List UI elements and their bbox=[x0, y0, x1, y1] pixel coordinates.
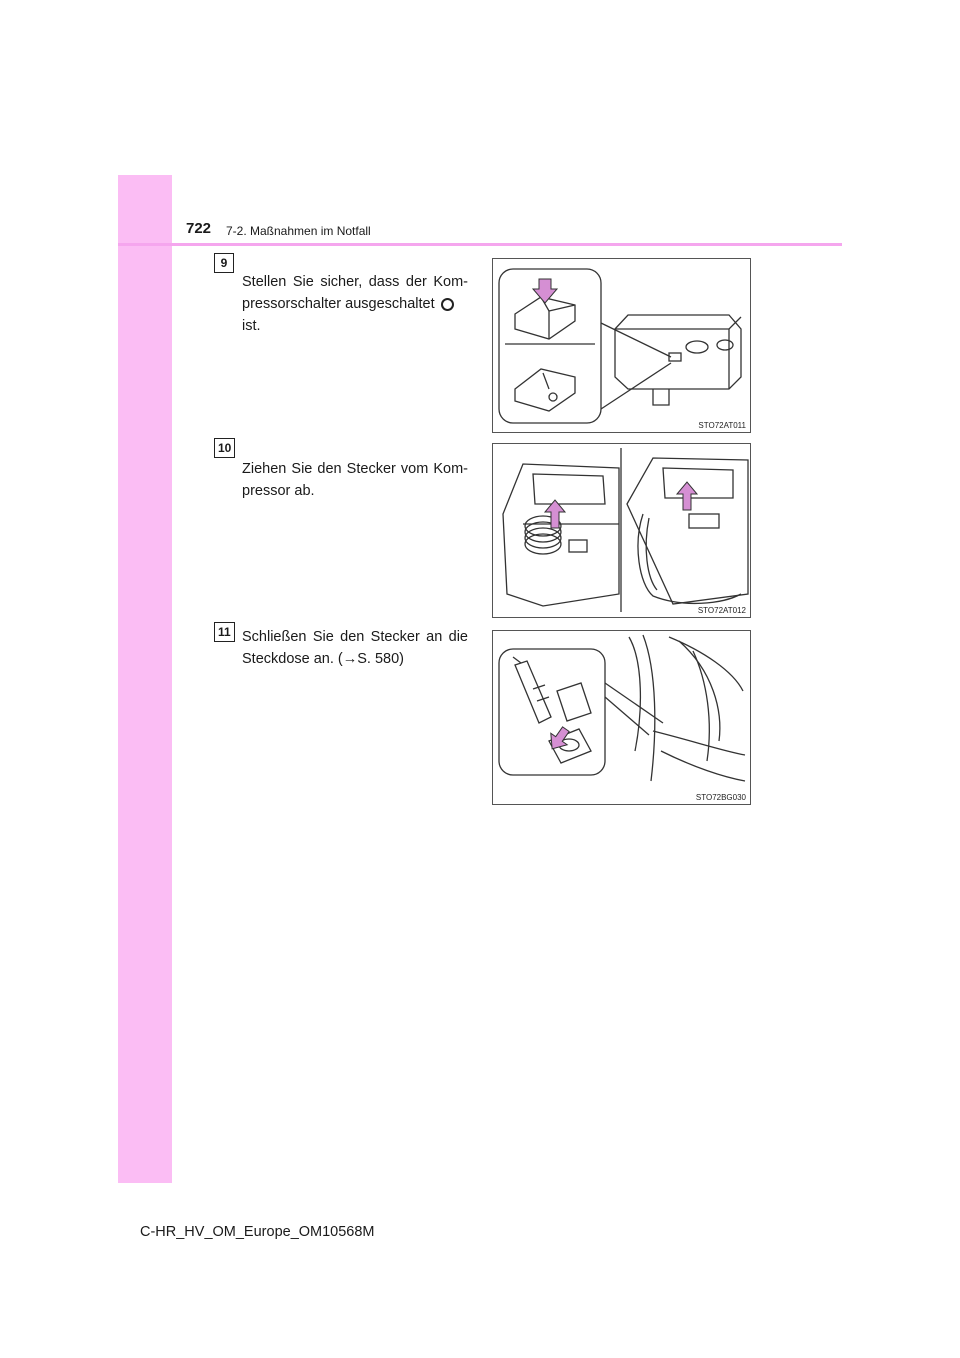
side-thumb-band bbox=[118, 175, 172, 1183]
step-text-10: Ziehen Sie den Stecker vom Kom-pressor a… bbox=[242, 461, 468, 499]
figure-code: STO72BG030 bbox=[695, 793, 746, 802]
figure-unplug-compressor: STO72AT012 bbox=[492, 443, 751, 618]
page-number: 722 bbox=[186, 220, 212, 237]
figure-code: STO72AT012 bbox=[697, 606, 746, 615]
step-number-9: 9 bbox=[214, 253, 234, 273]
step-9-instruction-end: ist. bbox=[242, 318, 261, 334]
off-switch-symbol-icon bbox=[440, 297, 454, 311]
compressor-switch-illustration bbox=[498, 268, 742, 424]
figure-code: STO72AT011 bbox=[698, 421, 746, 430]
step-text-9: Stellen Sie sicher, dass der Kom-pressor… bbox=[242, 271, 468, 337]
step-number-11: 11 bbox=[214, 622, 235, 642]
step-number-10: 10 bbox=[214, 438, 236, 458]
step-text-11: Schließen Sie den Stecker an die Steckdo… bbox=[242, 629, 468, 667]
step-9-instruction: Stellen Sie sicher, dass der Kom-pressor… bbox=[242, 274, 468, 312]
figure-compressor-switch: STO72AT011 bbox=[492, 258, 751, 433]
figure-plug-into-socket: STO72BG030 bbox=[492, 630, 751, 805]
header-rule bbox=[118, 243, 842, 246]
unplug-illustration bbox=[502, 448, 749, 612]
footer-doc-id: C-HR_HV_OM_Europe_OM10568M bbox=[140, 1224, 375, 1240]
section-title: 7-2. Maßnahmen im Notfall bbox=[226, 224, 371, 238]
socket-illustration bbox=[498, 634, 746, 782]
